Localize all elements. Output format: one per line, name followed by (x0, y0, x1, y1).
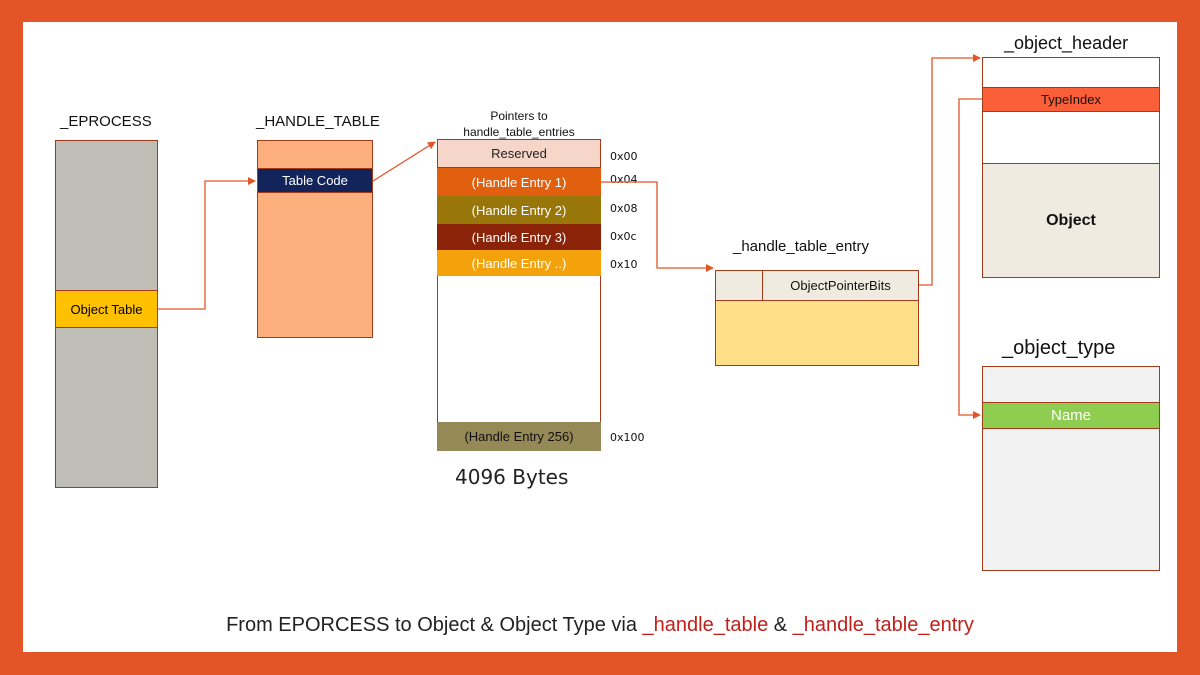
diagram-caption: From EPORCESS to Object & Object Type vi… (0, 614, 1200, 637)
arrow-entry-to-object-header (919, 54, 981, 286)
entries-array-title-line1: Pointers to (490, 109, 548, 123)
caption-highlight-handle-table-entry: _handle_table_entry (792, 614, 974, 636)
entry-row-2: (Handle Entry 2) (437, 196, 601, 224)
object-header-title: _object_header (1004, 33, 1129, 53)
caption-highlight-handle-table: _handle_table (642, 614, 769, 636)
entry-row-1: (Handle Entry 1) (437, 168, 601, 196)
entry-row-256: (Handle Entry 256) (437, 422, 601, 451)
offset-label: 0x0c (610, 230, 637, 243)
object-body: Object (982, 163, 1160, 278)
arrow-typeindex-to-object-type (958, 98, 982, 419)
entry-row-3: (Handle Entry 3) (437, 224, 601, 250)
caption-text: & (768, 614, 793, 636)
table-code-field: Table Code (257, 168, 373, 193)
entry-row-more: (Handle Entry ..) (437, 250, 601, 276)
array-size-label: 4096 Bytes (455, 465, 569, 489)
handle-table-entry-title: _handle_table_entry (733, 238, 869, 255)
entry-low-bits-cell (715, 270, 763, 301)
typeindex-field: TypeIndex (982, 87, 1160, 112)
offset-label: 0x08 (610, 202, 638, 215)
object-type-title: _object_type (1002, 337, 1116, 359)
caption-text: From EPORCESS to Object & Object Type vi… (226, 614, 643, 636)
arrow-eprocess-to-handle-table (158, 177, 256, 310)
entry-row-reserved: Reserved (437, 139, 601, 168)
arrow-entry1-to-handle-entry (601, 181, 714, 272)
arrow-table-code-to-array (372, 141, 436, 182)
object-pointer-bits-field: ObjectPointerBits (762, 270, 919, 301)
handle-table-title: _HANDLE_TABLE (256, 113, 380, 130)
name-field: Name (982, 402, 1160, 429)
offset-label: 0x00 (610, 150, 638, 163)
object-type-struct (982, 366, 1160, 571)
offset-label: 0x04 (610, 173, 638, 186)
eprocess-title: _EPROCESS (60, 113, 152, 130)
offset-label: 0x10 (610, 258, 638, 271)
entries-array-title-line2: handle_table_entries (463, 125, 575, 139)
offset-label: 0x100 (610, 431, 645, 444)
object-table-field: Object Table (55, 290, 158, 328)
